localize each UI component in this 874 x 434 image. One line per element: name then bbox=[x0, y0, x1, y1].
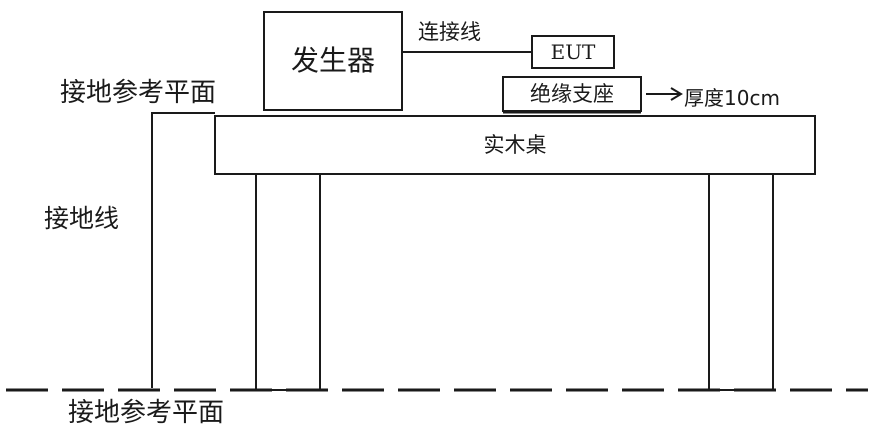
thickness-label: 厚度10cm bbox=[684, 86, 780, 110]
generator-label: 发生器 bbox=[290, 44, 375, 77]
thickness-arrow-head bbox=[670, 87, 683, 101]
ground-plane-outline bbox=[151, 112, 215, 388]
table-leg-left bbox=[255, 173, 321, 391]
ground-plane-top-label: 接地参考平面 bbox=[60, 78, 217, 108]
wooden-table-label: 实木桌 bbox=[483, 132, 547, 157]
table-leg-right bbox=[708, 173, 774, 391]
connection-cable-label: 连接线 bbox=[418, 20, 481, 44]
ground-wire-label: 接地线 bbox=[44, 204, 120, 233]
ground-plane-bottom-label: 接地参考平面 bbox=[68, 398, 225, 428]
generator-box bbox=[263, 11, 403, 111]
eut-box bbox=[531, 35, 615, 69]
insulating-support-label: 绝缘支座 bbox=[530, 81, 614, 106]
eut-label: EUT bbox=[550, 40, 596, 64]
wooden-table-top bbox=[214, 115, 816, 175]
